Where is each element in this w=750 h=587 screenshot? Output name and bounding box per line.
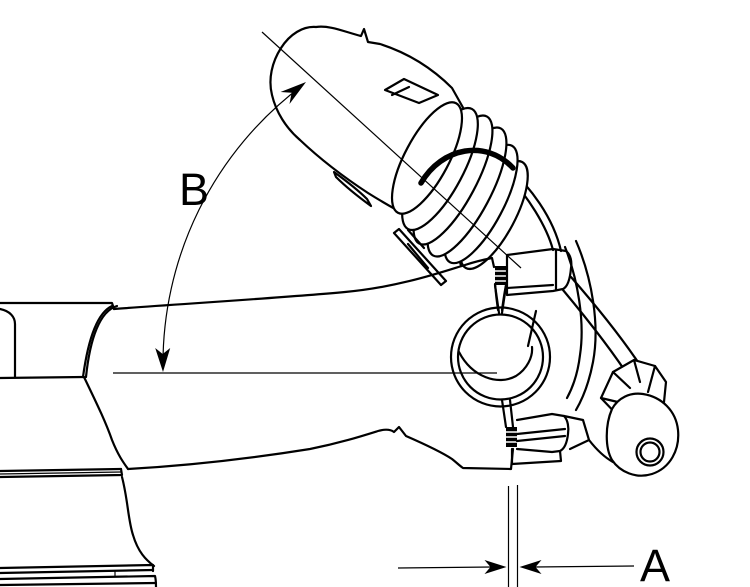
annotations: B A (113, 31, 670, 587)
faceplate (493, 239, 597, 466)
angle-b-arc (162, 84, 304, 370)
gap-a-label: A (640, 540, 670, 587)
top-bolt (495, 266, 507, 285)
angle-b-arrow-top (280, 82, 306, 104)
lever-body (561, 275, 680, 477)
stem-body (0, 256, 515, 471)
ring-shadow-arc (418, 147, 516, 186)
dimension-a (397, 485, 635, 587)
brake-lever-blade (332, 170, 448, 287)
bottom-bolt (506, 427, 517, 447)
bar-axis-centerline (261, 31, 522, 269)
shifter-tab (383, 77, 440, 105)
angle-b-label: B (179, 164, 209, 215)
head-tube (0, 467, 158, 587)
bar-end-hole (635, 437, 665, 467)
shifter-rings (383, 77, 529, 270)
angle-b-arrow-bottom (155, 348, 171, 372)
bar-clamp (449, 283, 552, 429)
